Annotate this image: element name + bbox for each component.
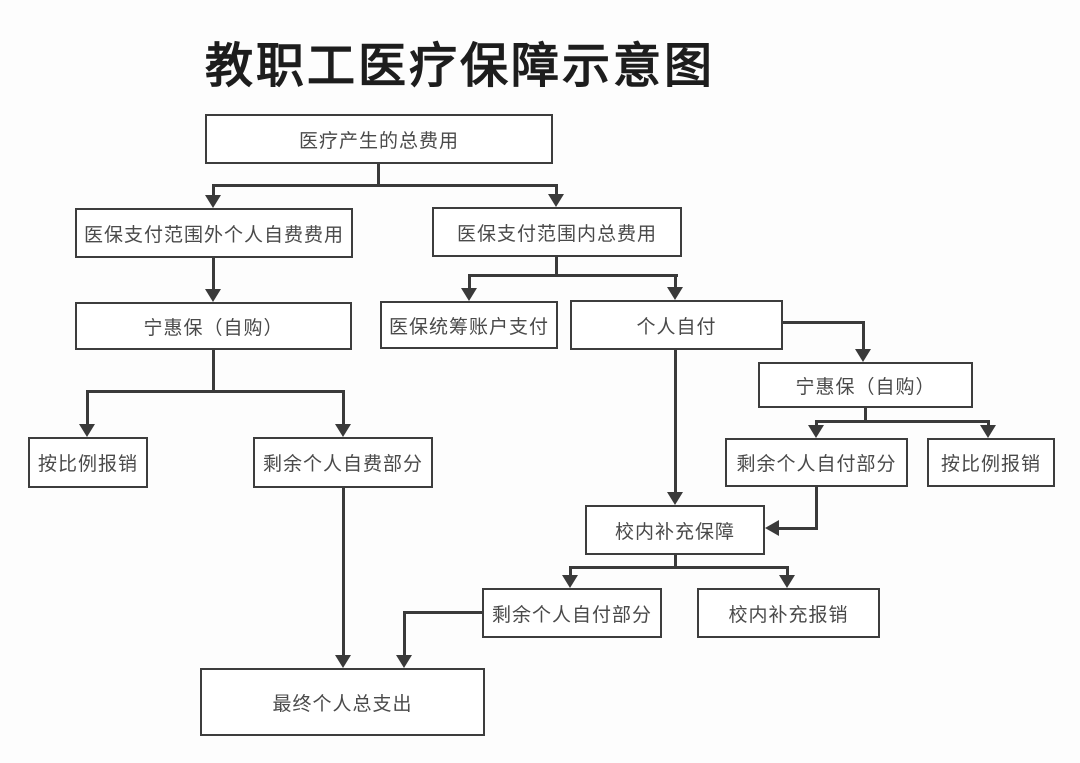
- connector-segment: [468, 274, 678, 277]
- connector-segment: [569, 566, 572, 576]
- connector-segment: [342, 390, 345, 426]
- connector-segment: [403, 611, 406, 656]
- connector-arrowhead: [779, 575, 795, 588]
- connector-segment: [555, 257, 558, 277]
- connector-segment: [403, 611, 482, 614]
- node-remaining-out-of-pocket-middle: 剩余个人自付部分: [725, 438, 908, 487]
- connector-arrowhead: [562, 575, 578, 588]
- node-proportional-reimbursement-left: 按比例报销: [28, 437, 148, 488]
- connector-arrowhead: [980, 425, 996, 438]
- connector-segment: [786, 566, 789, 576]
- connector-segment: [377, 164, 380, 187]
- diagram-title: 教职工医疗保障示意图: [204, 40, 715, 93]
- node-remaining-out-of-pocket-bottom: 剩余个人自付部分: [482, 588, 662, 638]
- connector-segment: [864, 408, 867, 423]
- connector-segment: [674, 350, 677, 493]
- connector-segment: [86, 390, 89, 426]
- connector-arrowhead: [667, 287, 683, 300]
- connector-arrowhead: [205, 289, 221, 302]
- connector-segment: [778, 527, 818, 530]
- node-final-personal-total-expenditure: 最终个人总支出: [200, 668, 485, 736]
- node-campus-supplementary-reimbursement: 校内补充报销: [697, 588, 880, 638]
- node-personal-out-of-pocket: 个人自付: [570, 300, 783, 350]
- connector-segment: [86, 390, 345, 393]
- connector-arrowhead: [79, 424, 95, 437]
- connector-segment: [815, 420, 818, 427]
- connector-arrowhead: [396, 655, 412, 668]
- connector-segment: [212, 350, 215, 393]
- node-remaining-self-funded-portion: 剩余个人自费部分: [253, 437, 433, 488]
- node-insurance-pooled-account-payment: 医保统筹账户支付: [380, 301, 558, 349]
- connector-arrowhead: [855, 349, 871, 362]
- connector-segment: [555, 184, 558, 196]
- connector-arrowhead: [205, 195, 221, 208]
- connector-arrowhead: [335, 655, 351, 668]
- connector-segment: [815, 487, 818, 530]
- connector-arrowhead: [461, 288, 477, 301]
- node-campus-supplementary-coverage: 校内补充保障: [585, 505, 765, 555]
- connector-segment: [674, 555, 677, 569]
- connector-segment: [569, 566, 789, 569]
- node-total-medical-cost: 医疗产生的总费用: [205, 114, 553, 164]
- connector-segment: [468, 274, 471, 290]
- node-inside-insurance-total: 医保支付范围内总费用: [432, 207, 682, 257]
- connector-segment: [212, 184, 215, 196]
- connector-segment: [342, 488, 345, 656]
- node-ninghuibao-self-purchased-left: 宁惠保（自购）: [75, 302, 352, 350]
- node-ninghuibao-self-purchased-right: 宁惠保（自购）: [758, 362, 973, 408]
- connector-segment: [212, 258, 215, 291]
- connector-segment: [862, 321, 865, 350]
- connector-arrowhead: [808, 425, 824, 438]
- node-proportional-reimbursement-right: 按比例报销: [927, 438, 1055, 487]
- connector-arrowhead: [765, 520, 779, 536]
- connector-segment: [783, 321, 865, 324]
- connector-arrowhead: [667, 492, 683, 505]
- connector-segment: [987, 420, 990, 427]
- connector-segment: [674, 274, 677, 289]
- connector-arrowhead: [548, 194, 564, 207]
- node-outside-insurance-self-paid: 医保支付范围外个人自费费用: [75, 208, 353, 258]
- connector-arrowhead: [335, 424, 351, 437]
- connector-segment: [212, 184, 558, 187]
- connector-segment: [815, 420, 990, 423]
